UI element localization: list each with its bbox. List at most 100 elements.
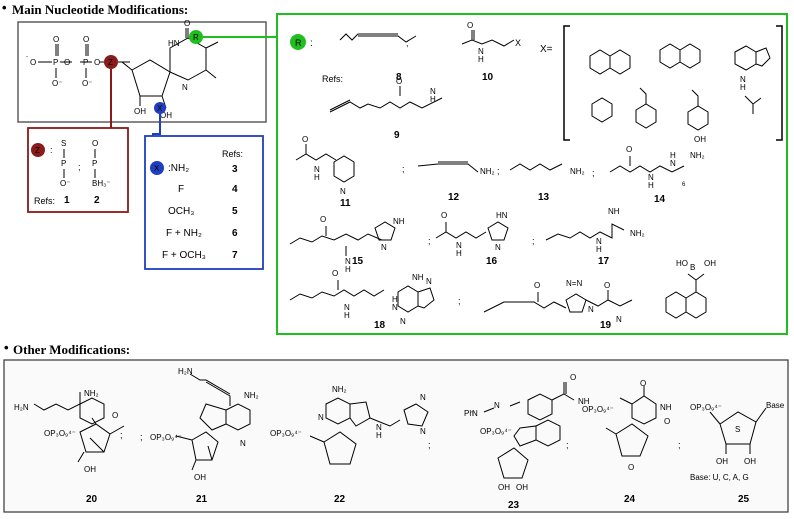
- svg-text:N: N: [420, 393, 426, 402]
- svg-text:;: ;: [428, 440, 431, 450]
- svg-text:NH: NH: [608, 207, 620, 216]
- compound-label-20: 20: [86, 494, 98, 505]
- compound-label-15: 15: [352, 256, 364, 267]
- svg-text:N: N: [596, 237, 602, 246]
- svg-text:N: N: [494, 401, 500, 410]
- x-row-1-sub: :NH₂: [168, 163, 190, 174]
- svg-text:N: N: [420, 427, 426, 436]
- svg-text:HN: HN: [168, 39, 180, 48]
- x-row-4-sub: F + NH₂: [166, 228, 202, 239]
- svg-text:N: N: [314, 165, 320, 174]
- x-row-1-ref: 3: [232, 164, 238, 175]
- compound-label-19: 19: [600, 320, 612, 331]
- svg-text:NH₂: NH₂: [630, 229, 645, 238]
- compound-label-22: 22: [334, 494, 346, 505]
- svg-text:-: -: [26, 54, 28, 60]
- svg-text:Refs:: Refs:: [34, 196, 55, 206]
- svg-text:H: H: [314, 173, 320, 182]
- svg-text:NH: NH: [412, 273, 424, 282]
- svg-text:NH₂: NH₂: [690, 151, 705, 160]
- svg-text:O: O: [92, 139, 98, 148]
- svg-text:H₂N: H₂N: [178, 367, 193, 376]
- svg-text:O⁻: O⁻: [82, 79, 92, 88]
- svg-text:N: N: [478, 47, 484, 56]
- svg-text:O: O: [302, 135, 308, 144]
- svg-text:H: H: [670, 151, 676, 160]
- svg-text:O: O: [64, 58, 70, 67]
- bullet-other: •: [4, 340, 9, 355]
- svg-text:B: B: [690, 263, 695, 272]
- svg-text:OH: OH: [744, 457, 756, 466]
- svg-text::: :: [50, 145, 53, 155]
- svg-text:S: S: [61, 139, 66, 148]
- svg-text:;: ;: [428, 236, 431, 246]
- svg-text:H: H: [596, 245, 602, 254]
- svg-text:NH: NH: [393, 217, 405, 226]
- svg-text::: :: [310, 38, 313, 49]
- svg-text:NH₂: NH₂: [570, 167, 585, 176]
- svg-text:OH: OH: [84, 465, 96, 474]
- svg-text:N: N: [381, 243, 387, 252]
- svg-text:H: H: [376, 431, 382, 440]
- svg-text:O: O: [664, 417, 670, 426]
- svg-text:R: R: [295, 38, 302, 48]
- compound-label-13: 13: [538, 192, 550, 203]
- svg-text:;: ;: [402, 164, 405, 174]
- svg-text:N: N: [430, 87, 436, 96]
- svg-text:OH: OH: [694, 135, 706, 144]
- svg-text:OH: OH: [160, 111, 172, 120]
- z-ref-2: 2: [94, 195, 100, 206]
- svg-text:O: O: [628, 463, 634, 472]
- svg-text:N: N: [495, 243, 501, 252]
- svg-text:NH₂: NH₂: [480, 167, 495, 176]
- svg-text:OH: OH: [716, 457, 728, 466]
- svg-text:P: P: [53, 58, 58, 67]
- svg-text:N: N: [318, 413, 324, 422]
- x-row-2-ref: 4: [232, 184, 238, 195]
- compound-label-18: 18: [374, 320, 386, 331]
- svg-text:O: O: [94, 58, 100, 67]
- svg-text:O⁻: O⁻: [52, 79, 62, 88]
- svg-text:N: N: [400, 317, 406, 326]
- svg-text:N: N: [345, 257, 351, 266]
- svg-text:6: 6: [682, 182, 686, 188]
- svg-text:N: N: [392, 303, 398, 312]
- svg-text:OP₃O₉⁴⁻: OP₃O₉⁴⁻: [480, 427, 512, 436]
- svg-text:OP₃O₉⁴⁻: OP₃O₉⁴⁻: [270, 429, 302, 438]
- x-row-2-sub: F: [178, 184, 185, 195]
- base-note: Base: U, C, A, G: [690, 473, 749, 482]
- svg-text:OP₃O₉⁴⁻: OP₃O₉⁴⁻: [44, 429, 76, 438]
- svg-text:OH: OH: [134, 107, 146, 116]
- svg-text:O: O: [396, 77, 402, 86]
- svg-text:NH₂: NH₂: [84, 389, 99, 398]
- compound-label-8: 8: [396, 72, 402, 83]
- svg-text:;: ;: [140, 432, 143, 442]
- x-connector: [152, 114, 161, 136]
- svg-text:H: H: [344, 311, 350, 320]
- svg-text:P: P: [92, 159, 97, 168]
- svg-text:N: N: [240, 439, 246, 448]
- svg-text:O: O: [604, 281, 610, 290]
- svg-text:O: O: [53, 35, 59, 44]
- compound-label-16: 16: [486, 256, 498, 267]
- svg-text:NH: NH: [660, 403, 672, 412]
- svg-text:Z: Z: [35, 146, 40, 155]
- svg-text:O: O: [534, 281, 540, 290]
- svg-text:O: O: [570, 373, 576, 382]
- compound-label-17: 17: [598, 256, 610, 267]
- svg-text:Ph: Ph: [464, 409, 474, 418]
- svg-text:O: O: [320, 215, 326, 224]
- svg-text:P: P: [83, 58, 88, 67]
- svg-text:;: ;: [497, 166, 500, 176]
- svg-text:O: O: [30, 58, 36, 67]
- compound-label-23: 23: [508, 500, 520, 511]
- svg-text:;: ;: [78, 162, 81, 172]
- x-row-3-sub: OCH₃: [168, 206, 195, 217]
- svg-text:H: H: [392, 295, 398, 304]
- svg-text:BH₃⁻: BH₃⁻: [92, 179, 111, 188]
- main-modifications-header: Main Nucleotide Modifications:: [12, 2, 189, 17]
- svg-text:N: N: [472, 409, 478, 418]
- svg-text:Refs:: Refs:: [322, 74, 343, 84]
- compound-label-25: 25: [738, 494, 750, 505]
- svg-text:N=N: N=N: [566, 279, 582, 288]
